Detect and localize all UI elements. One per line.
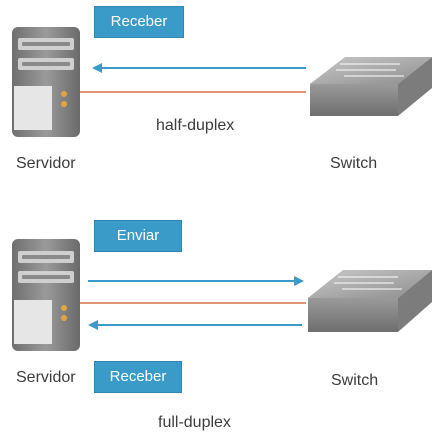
full-duplex-mode-label: full-duplex bbox=[158, 414, 231, 431]
full-duplex-send-arrow-icon bbox=[88, 276, 304, 286]
full-duplex-server-icon bbox=[12, 239, 80, 351]
full-duplex-send-badge: Enviar bbox=[94, 220, 182, 252]
half-duplex-server-label: Servidor bbox=[16, 155, 76, 172]
full-duplex-switch-label: Switch bbox=[331, 372, 379, 389]
half-duplex-mode-label: half-duplex bbox=[156, 117, 235, 134]
half-duplex-receive-arrow-icon bbox=[92, 63, 306, 73]
half-duplex-switch-icon bbox=[310, 57, 432, 116]
full-duplex-server-label: Servidor bbox=[16, 369, 76, 386]
half-duplex-receive-badge: Receber bbox=[94, 6, 184, 38]
half-duplex-server-icon bbox=[12, 27, 80, 137]
full-duplex-switch-icon bbox=[308, 270, 432, 332]
full-duplex-receive-badge: Receber bbox=[94, 361, 182, 393]
half-duplex-switch-label: Switch bbox=[330, 155, 378, 172]
full-duplex-receive-arrow-icon bbox=[88, 320, 302, 330]
